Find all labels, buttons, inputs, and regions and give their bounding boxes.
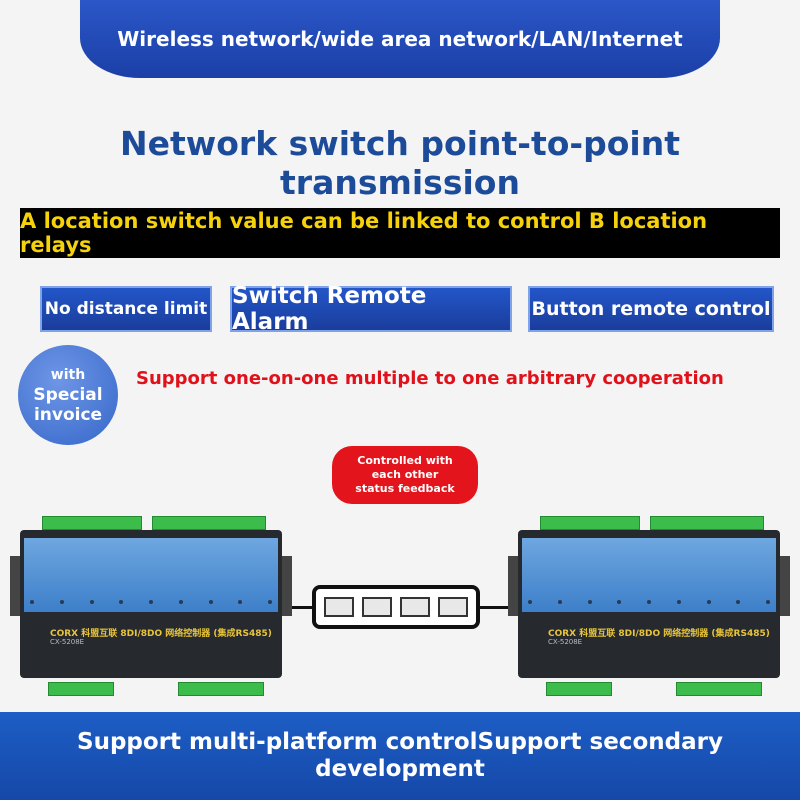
terminal-block	[540, 516, 640, 530]
bottom-bar-text: Support multi-platform controlSupport se…	[77, 729, 723, 782]
terminal-block	[48, 682, 114, 696]
ethernet-port-icon	[324, 597, 354, 617]
led-row	[528, 600, 770, 604]
invoice-line1: with	[50, 367, 86, 383]
terminal-block	[42, 516, 142, 530]
black-bar: A location switch value can be linked to…	[20, 208, 780, 258]
network-switch	[312, 585, 480, 629]
top-banner-text: Wireless network/wide area network/LAN/I…	[117, 27, 683, 51]
headline: Network switch point-to-point transmissi…	[120, 124, 680, 202]
top-banner: Wireless network/wide area network/LAN/I…	[80, 0, 720, 78]
terminal-block	[650, 516, 764, 530]
feedback-line2: each other	[371, 468, 439, 481]
device-model: CX-5208E	[548, 638, 583, 646]
feature-button-remote-control: Button remote control	[528, 286, 774, 332]
led-row	[30, 600, 272, 604]
device-model: CX-5208E	[50, 638, 85, 646]
controller-device-a: CORX 科盟互联 8DI/8DO 网络控制器 (集成RS485) CX-520…	[10, 516, 292, 698]
feedback-line3: status feedback	[355, 482, 455, 495]
device-title: CORX 科盟互联 8DI/8DO 网络控制器 (集成RS485)	[548, 629, 770, 639]
controller-device-b: CORX 科盟互联 8DI/8DO 网络控制器 (集成RS485) CX-520…	[508, 516, 790, 698]
ethernet-port-icon	[400, 597, 430, 617]
terminal-block	[178, 682, 264, 696]
device-blue-panel	[24, 538, 278, 612]
device-blue-panel	[522, 538, 776, 612]
feature-switch-remote-alarm: Switch Remote Alarm	[230, 283, 512, 335]
terminal-block	[152, 516, 266, 530]
invoice-line3: invoice	[33, 405, 103, 425]
feature-no-distance-limit: No distance limit	[40, 286, 212, 332]
device-title: CORX 科盟互联 8DI/8DO 网络控制器 (集成RS485)	[50, 629, 272, 639]
feedback-pill: Controlled with each other status feedba…	[332, 446, 478, 504]
device-body: CORX 科盟互联 8DI/8DO 网络控制器 (集成RS485) CX-520…	[518, 530, 780, 678]
device-body: CORX 科盟互联 8DI/8DO 网络控制器 (集成RS485) CX-520…	[20, 530, 282, 678]
terminal-block	[676, 682, 762, 696]
feedback-line1: Controlled with	[357, 454, 453, 467]
ethernet-port-icon	[362, 597, 392, 617]
black-bar-text: A location switch value can be linked to…	[20, 209, 708, 257]
bottom-bar: Support multi-platform controlSupport se…	[0, 712, 800, 800]
terminal-block	[546, 682, 612, 696]
invoice-line2: Special	[33, 385, 103, 405]
support-text: Support one-on-one multiple to one arbit…	[136, 368, 724, 389]
ethernet-port-icon	[438, 597, 468, 617]
invoice-badge: with Special invoice	[18, 345, 118, 445]
